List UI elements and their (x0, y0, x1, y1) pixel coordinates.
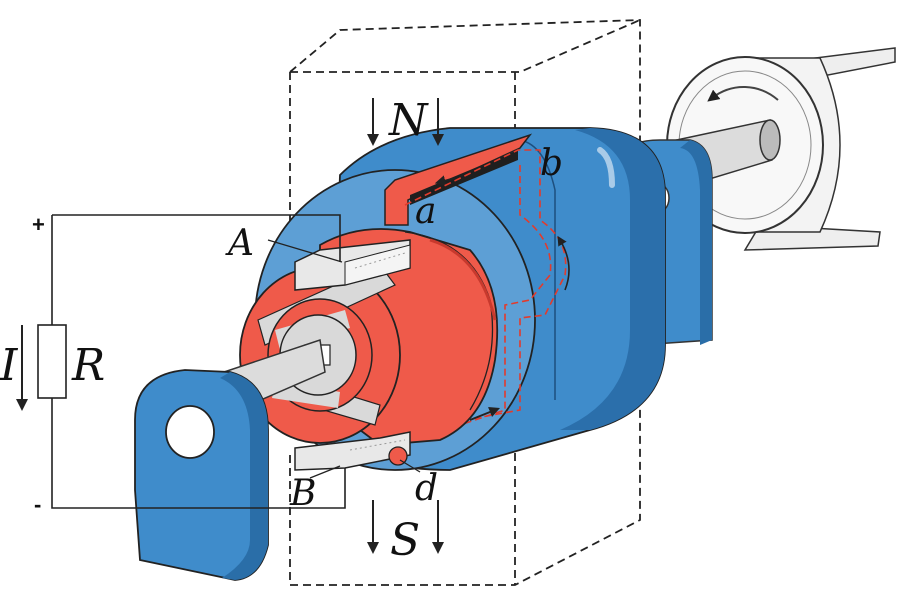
field-arrows (367, 98, 444, 554)
label-current: I (0, 340, 19, 391)
external-circuit (51, 214, 346, 509)
coil-bottom-current-arrow (469, 406, 501, 421)
resistor-symbol (37, 324, 67, 399)
label-terminal-minus: - (34, 492, 41, 517)
label-resistor: R (71, 340, 105, 391)
label-brush-b: B (289, 473, 316, 514)
leader-lines (267, 239, 421, 479)
armature-coil-top (384, 133, 533, 226)
label-north-pole: N (388, 95, 429, 146)
brush-top (294, 239, 411, 291)
label-brush-a: A (225, 223, 254, 264)
coil-loop-dashed (404, 149, 567, 426)
label-coil-d: d (415, 468, 438, 509)
induced-current-arrow (557, 235, 570, 291)
label-terminal-plus: + (32, 212, 45, 237)
label-south-pole: S (390, 515, 420, 566)
commutator (239, 228, 499, 446)
label-coil-b: b (540, 143, 563, 184)
brush-bottom (294, 431, 411, 471)
bearing-left (134, 369, 269, 581)
label-coil-a: a (415, 191, 436, 232)
